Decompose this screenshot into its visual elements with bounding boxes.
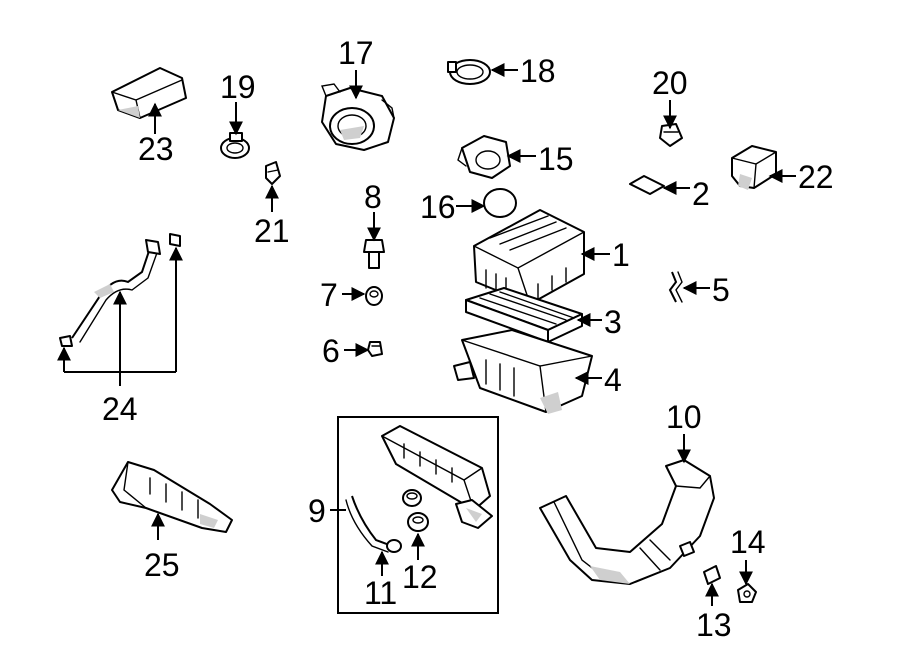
callout-4: 4 bbox=[604, 362, 622, 398]
part-21-connector bbox=[265, 161, 281, 185]
part-7-grommet bbox=[365, 286, 383, 306]
part-22-resonator bbox=[731, 145, 777, 190]
callout-22: 22 bbox=[798, 159, 834, 195]
callout-5: 5 bbox=[712, 272, 730, 308]
callout-20: 20 bbox=[652, 65, 688, 101]
part-15-maf-sensor bbox=[457, 135, 511, 179]
callout-12: 12 bbox=[402, 559, 438, 595]
callout-8: 8 bbox=[364, 179, 382, 215]
part-8-bolt bbox=[363, 239, 385, 269]
callout-11: 11 bbox=[364, 575, 397, 611]
part-12-grommets bbox=[402, 489, 429, 532]
part-6-fastener bbox=[367, 341, 383, 357]
part-10-intake-tube bbox=[539, 459, 715, 585]
callout-24: 24 bbox=[102, 391, 138, 427]
part-14-nut bbox=[737, 583, 757, 603]
part-18-clamp bbox=[447, 59, 491, 85]
part-13-clamp bbox=[703, 565, 721, 585]
callout-1: 1 bbox=[612, 237, 630, 273]
callout-19: 19 bbox=[220, 69, 256, 105]
callout-17: 17 bbox=[338, 35, 374, 71]
part-2-label bbox=[629, 175, 665, 195]
callout-10: 10 bbox=[666, 399, 702, 435]
callout-18: 18 bbox=[520, 53, 556, 89]
callout-16: 16 bbox=[420, 189, 456, 225]
inset-box-9 bbox=[337, 416, 499, 614]
callout-14: 14 bbox=[730, 524, 766, 560]
part-19-clamp bbox=[220, 132, 250, 159]
callout-13: 13 bbox=[696, 607, 732, 643]
part-1-housing-upper bbox=[473, 209, 585, 305]
part-11-hose bbox=[345, 495, 402, 553]
part-17-throttle-body bbox=[321, 83, 395, 151]
callout-15: 15 bbox=[538, 141, 574, 177]
part-5-hose bbox=[668, 271, 683, 303]
part-25-air-duct bbox=[111, 461, 233, 533]
callout-23: 23 bbox=[138, 131, 174, 167]
callout-21: 21 bbox=[254, 213, 290, 249]
callout-3: 3 bbox=[604, 304, 622, 340]
part-16-seal bbox=[483, 188, 517, 218]
callout-7: 7 bbox=[320, 277, 338, 313]
callout-2: 2 bbox=[692, 176, 710, 212]
callout-25: 25 bbox=[144, 547, 180, 583]
part-23-cover bbox=[111, 67, 187, 119]
callout-6: 6 bbox=[322, 333, 340, 369]
part-24-vent-hose bbox=[59, 233, 181, 347]
callout-9: 9 bbox=[308, 493, 326, 529]
part-4-housing-lower bbox=[453, 329, 593, 414]
part-9-intake-resonator bbox=[381, 425, 493, 529]
